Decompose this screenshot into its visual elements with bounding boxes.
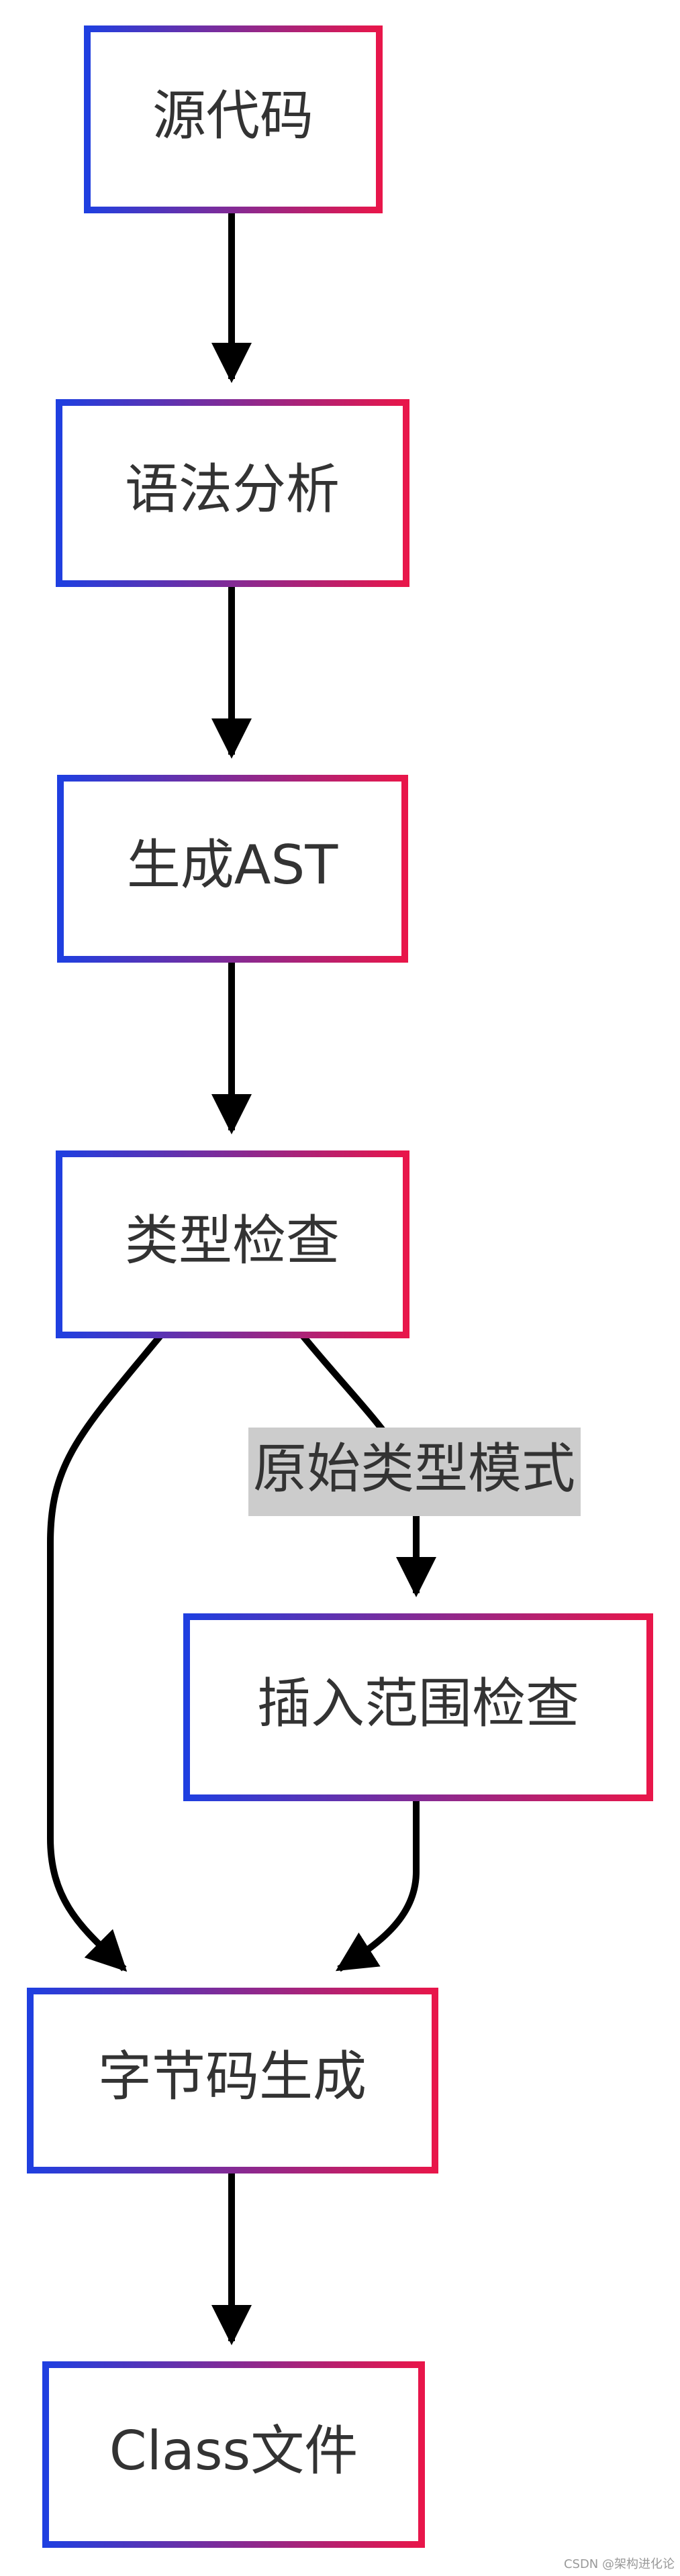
node-label: 类型检查: [125, 1210, 340, 1272]
node-box: [84, 25, 383, 213]
node-box: [183, 1613, 653, 1801]
node-box: [56, 1150, 409, 1338]
node-ast[interactable]: 生成AST: [57, 775, 408, 963]
node-typecheck[interactable]: 类型检查: [56, 1150, 409, 1338]
node-label: 源代码: [152, 85, 313, 147]
node-label: 语法分析: [125, 458, 340, 521]
edge-label-bg: [248, 1428, 581, 1516]
node-parse[interactable]: 语法分析: [56, 399, 409, 587]
node-rangecheck[interactable]: 插入范围检查: [183, 1613, 653, 1801]
node-label: 字节码生成: [98, 2045, 367, 2108]
node-box: [42, 2361, 425, 2548]
node-label: Class文件: [109, 2420, 358, 2482]
edge-label-text: 原始类型模式: [253, 1438, 575, 1500]
node-source[interactable]: 源代码: [84, 25, 383, 213]
node-label: 生成AST: [127, 834, 339, 896]
edge-rangecheck-to-bytecode: [335, 1798, 420, 1972]
edge-typecheck-to-bytecode: [47, 1332, 164, 1972]
edge-label-typecheck-rangecheck: 原始类型模式: [248, 1428, 581, 1516]
node-bytecode[interactable]: 字节码生成: [27, 1988, 438, 2174]
node-box: [57, 775, 408, 963]
node-label: 插入范围检查: [257, 1672, 579, 1735]
node-classfile[interactable]: Class文件: [42, 2361, 425, 2548]
node-box: [27, 1988, 438, 2174]
watermark: CSDN @架构进化论: [563, 2557, 675, 2571]
node-box: [56, 399, 409, 587]
